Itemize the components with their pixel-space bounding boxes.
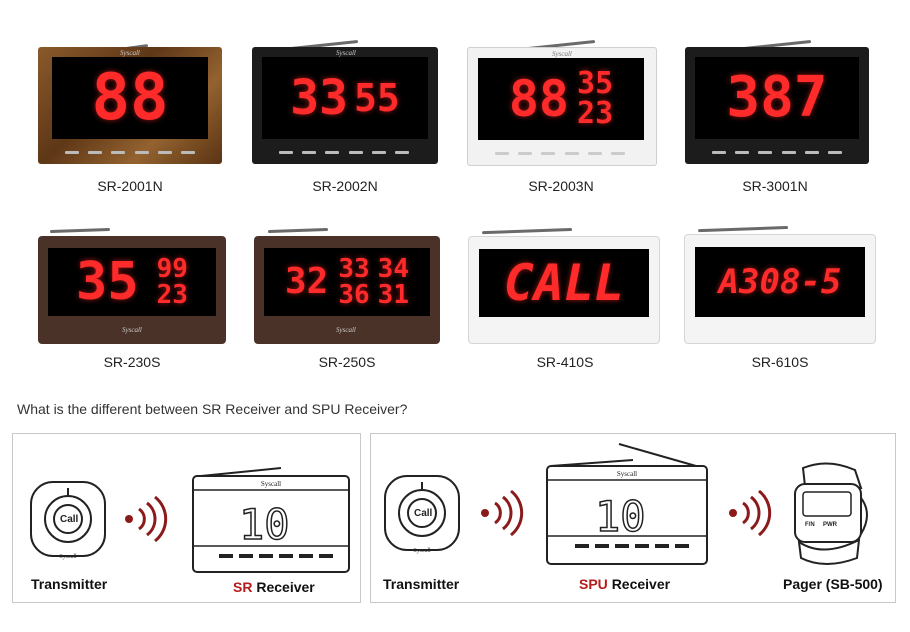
product-sr-3001n: 387 SR-3001N xyxy=(685,30,871,200)
led-screen: 387 xyxy=(695,57,859,139)
sr-receiver-outline-icon: Syscall xyxy=(192,467,350,573)
model-label: SR-610S xyxy=(751,354,809,370)
led-digits: 32 xyxy=(285,261,329,302)
model-label: SR-2003N xyxy=(528,178,594,194)
led-screen: 35 99 23 xyxy=(48,248,216,316)
svg-text:Syscall: Syscall xyxy=(261,480,281,488)
product-sr-2002n: Syscall 33 55 SR-2002N xyxy=(252,30,438,200)
model-label: SR-230S xyxy=(103,354,161,370)
call-button-label: Call xyxy=(60,514,79,525)
transmitter-label: Transmitter xyxy=(31,576,108,592)
spu-receiver-label: SPU Receiver xyxy=(579,576,671,592)
led-digits-small: 35 xyxy=(577,66,614,101)
model-label: SR-2002N xyxy=(312,178,378,194)
receiver-device: Syscall 88 35 23 xyxy=(467,47,657,166)
led-digits: 88 xyxy=(508,70,570,128)
button-row xyxy=(274,151,414,154)
led-screen: 88 35 23 xyxy=(478,58,644,140)
led-digits: 33 xyxy=(290,70,349,126)
product-sr-230s: 35 99 23 Syscall SR-230S xyxy=(38,222,228,372)
brand-logo: Syscall xyxy=(336,326,356,334)
led-screen: 32 33 34 36 31 xyxy=(264,248,430,316)
button-row xyxy=(490,152,630,155)
call-button-label: Call xyxy=(414,508,433,519)
led-digits: 88 xyxy=(91,61,169,135)
transmitter-label: Transmitter xyxy=(383,576,460,592)
led-digits-small: 55 xyxy=(354,76,400,120)
led-screen: A308-5 xyxy=(695,247,865,317)
model-label: SR-2001N xyxy=(97,178,163,194)
transmitter-brand: Syscall xyxy=(59,554,77,560)
led-digits-small: 33 xyxy=(338,254,370,284)
antenna xyxy=(267,228,329,234)
led-digits-small: 36 xyxy=(338,280,370,310)
sr-receiver-label: SR Receiver xyxy=(233,579,315,595)
led-digits-small: 23 xyxy=(577,96,614,131)
svg-text:Syscall: Syscall xyxy=(617,470,637,478)
led-digits-small: 34 xyxy=(377,254,409,284)
svg-text:Syscall: Syscall xyxy=(413,548,431,554)
wireless-signal-icon xyxy=(481,489,524,537)
pager-label: Pager (SB-500) xyxy=(783,576,883,592)
led-screen: CALL xyxy=(479,249,649,317)
led-screen: 88 xyxy=(52,57,208,139)
antenna xyxy=(482,228,573,235)
receiver-device: 35 99 23 Syscall xyxy=(38,236,226,344)
receiver-device: 32 33 34 36 31 Syscall xyxy=(254,236,440,344)
model-label: SR-3001N xyxy=(742,178,808,194)
product-sr-410s: CALL SR-410S xyxy=(468,222,662,372)
call-transmitter-icon: Syscall xyxy=(30,481,106,560)
spu-receiver-outline-icon: Syscall xyxy=(546,443,708,565)
call-transmitter-icon: Syscall xyxy=(384,475,460,554)
receiver-device: Syscall 88 xyxy=(38,47,222,164)
receiver-device: CALL xyxy=(468,236,660,344)
pager-key-fn: F/N xyxy=(805,522,815,528)
led-digits-small: 31 xyxy=(377,280,409,310)
receiver-device: 387 xyxy=(685,47,869,164)
button-row xyxy=(707,151,847,154)
wrist-pager-icon xyxy=(794,462,868,565)
receiver-display-digits: 10 xyxy=(238,499,290,550)
led-screen: 33 55 xyxy=(262,57,428,139)
wireless-signal-icon xyxy=(729,489,772,537)
product-sr-250s: 32 33 34 36 31 Syscall SR-250S xyxy=(254,222,444,372)
brand-logo: Syscall xyxy=(336,49,356,57)
led-text: A308-5 xyxy=(718,262,842,302)
product-sr-2003n: Syscall 88 35 23 SR-2003N xyxy=(467,30,657,200)
led-digits-small: 99 xyxy=(156,254,188,284)
brand-logo: Syscall xyxy=(120,49,140,57)
led-digits: 35 xyxy=(76,252,139,312)
product-sr-2001n: Syscall 88 SR-2001N xyxy=(38,30,224,200)
button-row xyxy=(60,151,200,154)
antenna xyxy=(49,228,111,234)
antenna xyxy=(698,226,789,233)
receiver-device: Syscall 33 55 xyxy=(252,47,438,164)
led-digits: 387 xyxy=(726,65,828,130)
brand-logo: Syscall xyxy=(122,326,142,334)
model-label: SR-410S xyxy=(536,354,594,370)
brand-logo: Syscall xyxy=(552,50,572,58)
led-digits-small: 23 xyxy=(156,280,188,310)
pager-key-pwr: PWR xyxy=(823,522,837,528)
receiver-device: A308-5 xyxy=(684,234,876,344)
receiver-display-digits: 10 xyxy=(594,491,646,542)
led-text: CALL xyxy=(503,254,625,312)
spu-comparison-panel: Syscall Call Syscall 10 F/N PWR Transmit… xyxy=(370,433,896,603)
sr-comparison-panel: Syscall Call Syscall 10 Transmitter SR R… xyxy=(12,433,361,603)
comparison-question: What is the different between SR Receive… xyxy=(17,401,408,417)
wireless-signal-icon xyxy=(125,495,168,543)
model-label: SR-250S xyxy=(318,354,376,370)
product-sr-610s: A308-5 SR-610S xyxy=(684,222,878,372)
